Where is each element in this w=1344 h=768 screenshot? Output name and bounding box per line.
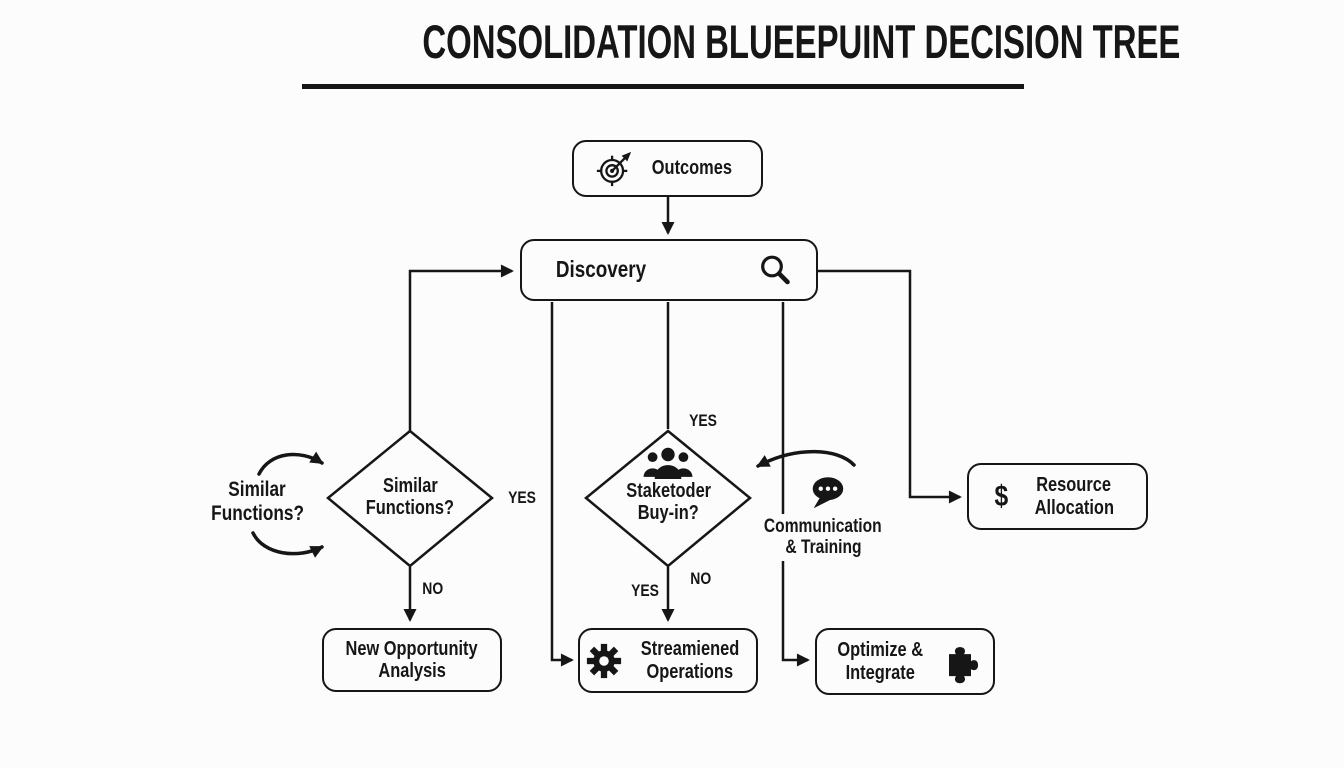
optimize-integrate-label: Optimize & Integrate — [837, 639, 923, 684]
edge-similar-discovery — [408, 264, 514, 431]
stakeholder-buyin-diamond — [584, 429, 752, 568]
stakeholder-no-label: NO — [690, 569, 712, 588]
streamlined-operations-label: Streamiened Operations — [640, 638, 740, 683]
callout-curved-arrow-bottom — [251, 531, 324, 558]
similar-functions-callout: Similar Functions? — [185, 478, 330, 525]
callout-line1: Similar — [228, 478, 287, 501]
title-underline — [302, 84, 1024, 89]
callout-curved-arrow-top — [257, 451, 324, 476]
magnifier-icon — [761, 255, 790, 285]
stakeholder-diamond-label: Staketoder Buy-in? — [596, 480, 741, 525]
similar-functions-diamond-label: Similar Functions? — [340, 475, 480, 520]
stakeholder-yes-label: YES — [631, 581, 659, 600]
stakeholder-line1: Staketoder — [626, 480, 711, 502]
people-icon — [643, 447, 693, 479]
communication-curved-arrow — [756, 449, 856, 468]
communication-line2: & Training — [784, 537, 862, 559]
edge-discovery-optimize — [781, 302, 810, 667]
new-opportunity-node: New Opportunity Analysis — [322, 628, 502, 692]
dollar-icon: $ — [994, 479, 1008, 513]
similar-functions-diamond — [326, 429, 494, 568]
discovery-node: Discovery — [520, 239, 818, 301]
similar-functions-line1: Similar — [382, 475, 438, 497]
communication-training-label: Communication & Training — [742, 514, 904, 561]
similar-no-label: NO — [422, 579, 444, 598]
new-opportunity-label: New Opportunity Analysis — [345, 637, 479, 682]
target-icon — [596, 151, 631, 186]
puzzle-icon — [949, 646, 979, 683]
resource-allocation-label: Resource Allocation — [1034, 474, 1114, 519]
optimize-integrate-node: Optimize & Integrate — [815, 628, 995, 695]
discovery-label: Discovery — [555, 256, 647, 283]
page-title-text: CONSOLIDATION BLUEEPUINT DECISION TREE — [422, 15, 1181, 68]
callout-line2: Functions? — [211, 501, 304, 525]
stakeholder-entry-yes-label: YES — [689, 411, 717, 430]
edge-discovery-resource — [818, 269, 962, 504]
stakeholder-line2: Buy-in? — [637, 502, 700, 525]
similar-functions-line2: Functions? — [365, 497, 455, 520]
similar-yes-label: YES — [508, 488, 536, 507]
gear-icon — [586, 643, 622, 678]
outcomes-label: Outcomes — [651, 157, 732, 180]
streamlined-operations-node: Streamiened Operations — [578, 628, 758, 693]
edge-discovery-streamlined — [550, 302, 574, 667]
speech-bubble-icon — [812, 477, 844, 509]
outcomes-node: Outcomes — [572, 140, 763, 197]
page-title: CONSOLIDATION BLUEEPUINT DECISION TREE — [260, 16, 1180, 68]
resource-allocation-node: $ Resource Allocation — [967, 463, 1148, 530]
communication-line1: Communication — [764, 516, 882, 537]
